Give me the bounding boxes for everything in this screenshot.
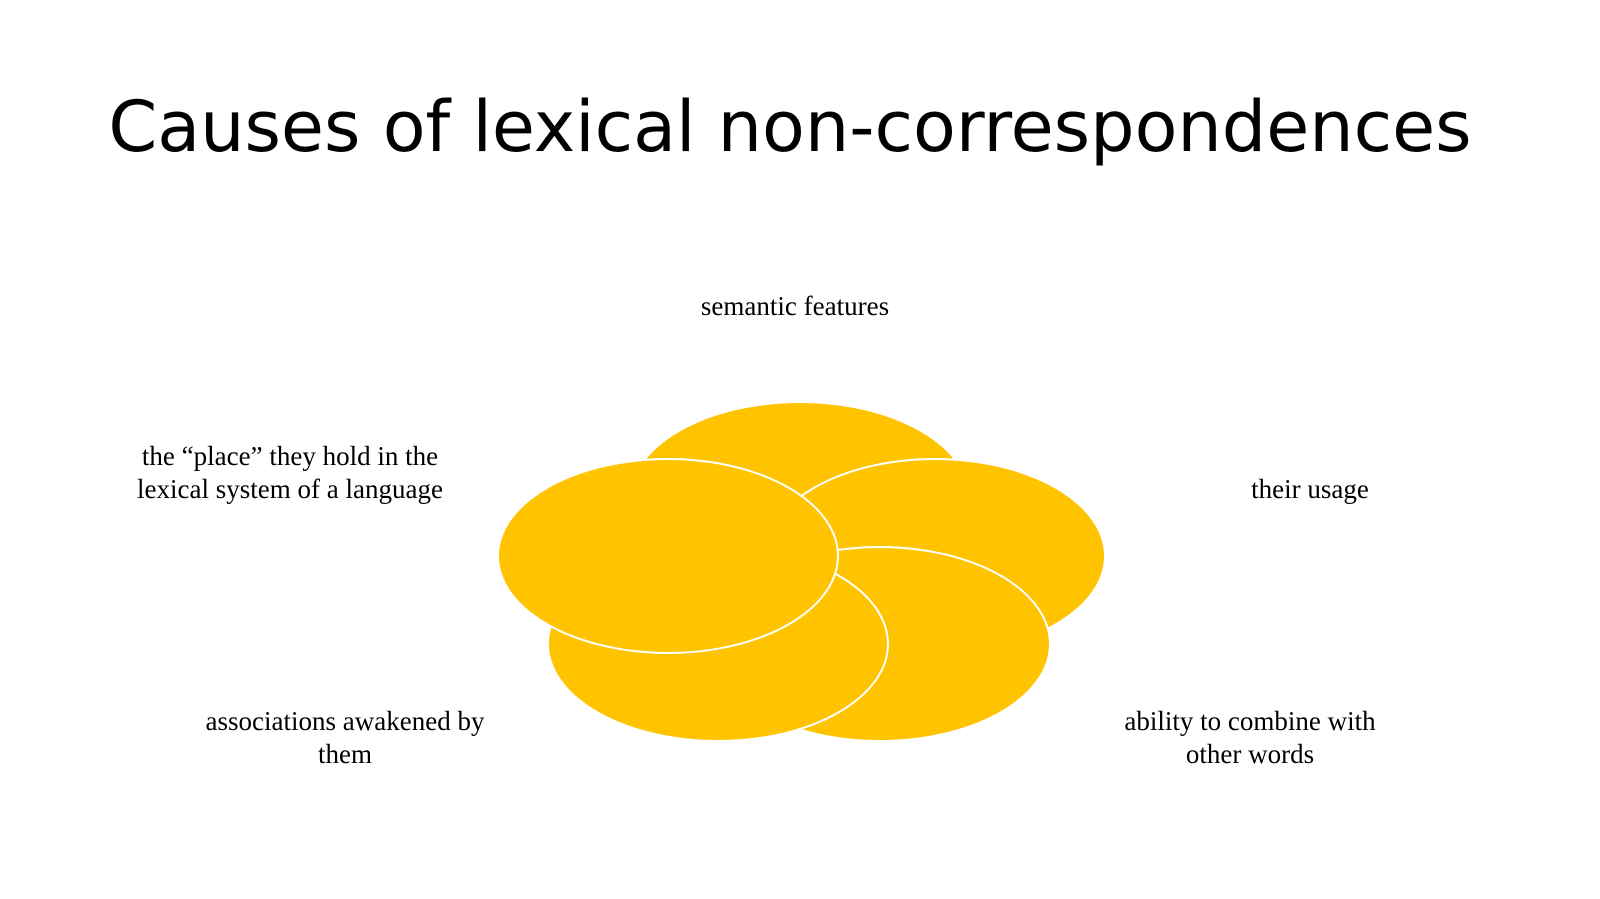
label-their-usage: their usage [1251, 474, 1369, 504]
label-place-in-system: the “place” they hold in the lexical sys… [137, 441, 443, 504]
petal-place-in-system [497, 458, 839, 654]
label-semantic-features: semantic features [700, 291, 890, 321]
slide-title: Causes of lexical non-correspondences [108, 86, 1472, 168]
label-ability-to-combine: ability to combine with other words [1124, 706, 1376, 769]
label-associations: associations awakened by them [205, 706, 485, 769]
